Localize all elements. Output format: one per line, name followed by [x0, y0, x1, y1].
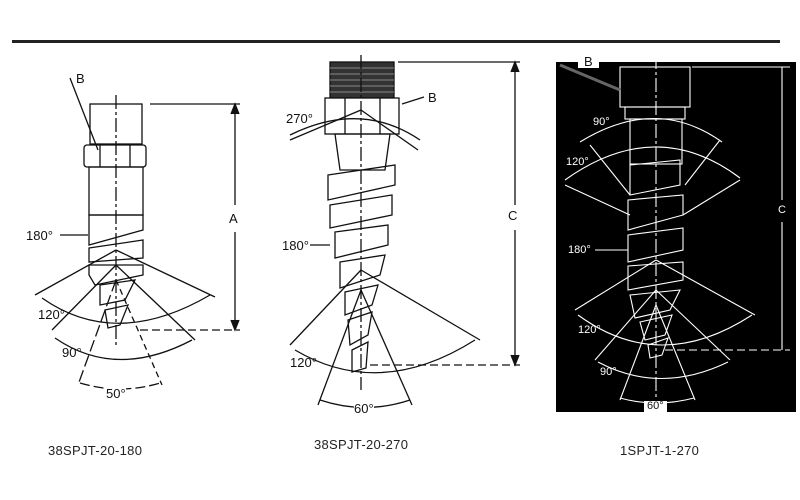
spray-angle-50-label: 50°	[106, 386, 126, 401]
nozzle-38spjt-20-270	[289, 55, 520, 409]
nozzle-1spjt-1-270	[559, 55, 790, 404]
model-caption: 38SPJT-20-180	[48, 443, 143, 458]
dimension-a-label: A	[229, 211, 238, 226]
spray-angle-90-label: 90°	[62, 345, 82, 360]
spray-angle-120-label: 120°	[38, 307, 65, 322]
top-angle-120-label: 120°	[566, 156, 589, 168]
model-caption: 38SPJT-20-270	[314, 437, 409, 452]
nozzle-38spjt-20-180	[34, 77, 240, 390]
dimension-c-label: C	[508, 208, 518, 223]
label-b: B	[578, 55, 599, 68]
spray-angle-120-label: 120°	[290, 355, 317, 370]
helix-angle-label: 180°	[26, 228, 53, 243]
spray-angle-120-label: 120°	[578, 324, 601, 336]
label-b: B	[76, 71, 85, 86]
top-angle-label: 270°	[286, 111, 313, 126]
dimension-c-label: C	[778, 204, 786, 216]
helix-angle-label: 180°	[282, 238, 309, 253]
label-b: B	[428, 90, 437, 105]
inverted-drawing-background	[556, 62, 796, 412]
top-angle-90-label: 90°	[593, 116, 610, 128]
top-divider	[12, 40, 780, 43]
spray-angle-60-label: 60°	[354, 401, 374, 416]
model-caption: 1SPJT-1-270	[620, 443, 700, 458]
spray-angle-60-label: 60°	[644, 401, 667, 412]
spray-angle-90-label: 90°	[600, 366, 617, 378]
helix-angle-label: 180°	[568, 244, 591, 256]
